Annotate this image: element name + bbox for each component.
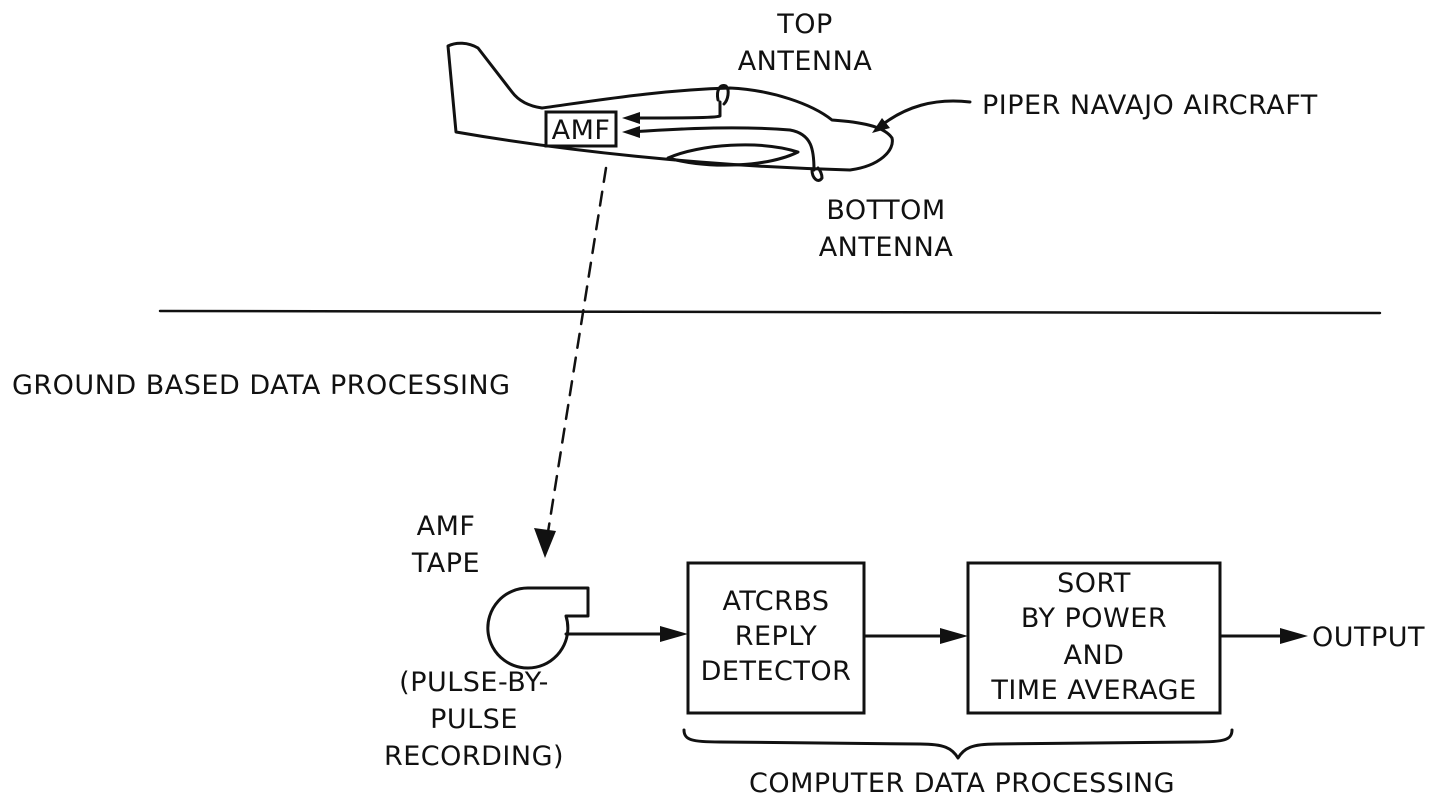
sort-block <box>966 561 1222 715</box>
ground-divider-line <box>158 309 1382 315</box>
detector-label-line1: ATCRBS <box>722 586 829 617</box>
top-antenna-shape <box>716 84 730 106</box>
aircraft-name-leader <box>876 99 972 130</box>
aircraft-wing <box>666 143 800 167</box>
computer-processing-label: COMPUTER DATA PROCESSING <box>749 768 1175 799</box>
detector-label-line3: DETECTOR <box>701 656 852 687</box>
bottom-antenna-cable <box>628 126 816 172</box>
output-label: OUTPUT <box>1312 622 1425 653</box>
computer-processing-brace <box>682 728 1234 760</box>
arrowhead-sort-to-output <box>1280 628 1308 644</box>
detector-block <box>686 561 866 715</box>
aircraft-name-label: PIPER NAVAJO AIRCRAFT <box>982 90 1318 121</box>
top-antenna-label-line2: ANTENNA <box>738 46 873 77</box>
amf-box <box>544 110 618 148</box>
sort-label-line2: BY POWER <box>1021 603 1167 634</box>
aircraft-name-arrowhead <box>872 118 890 133</box>
tape-label-line1: AMF <box>417 511 476 542</box>
tape-label-line2: TAPE <box>411 548 480 579</box>
tape-caption-line2: PULSE <box>430 704 518 735</box>
arrowhead-detector-to-sort <box>940 628 968 644</box>
tape-caption-line3: RECORDING) <box>384 741 564 772</box>
bottom-antenna-label-line2: ANTENNA <box>819 232 954 263</box>
ground-section-label: GROUND BASED DATA PROCESSING <box>12 370 511 401</box>
dashed-link-arrowhead <box>534 528 556 558</box>
aircraft-fuselage <box>446 41 894 172</box>
sort-label-line3: AND <box>1064 640 1125 671</box>
bottom-antenna-label-line1: BOTTOM <box>826 195 945 226</box>
amf-box-label: AMF <box>552 115 611 146</box>
top-antenna-label-line1: TOP <box>776 9 833 40</box>
top-cable-arrowhead <box>622 112 640 124</box>
sort-label-line4: TIME AVERAGE <box>990 675 1196 706</box>
tape-reel-icon <box>486 586 590 670</box>
arrowhead-tape-to-detector <box>660 626 688 642</box>
top-antenna-cable <box>628 100 722 120</box>
bottom-cable-arrowhead <box>622 126 640 138</box>
bottom-antenna-shape <box>810 166 824 182</box>
detector-label-line2: REPLY <box>735 621 818 652</box>
dashed-data-link <box>546 166 608 534</box>
sort-label-line1: SORT <box>1057 568 1131 599</box>
aircraft-illustration: AMF <box>446 41 972 182</box>
tape-caption-line1: (PULSE-BY- <box>399 667 549 698</box>
